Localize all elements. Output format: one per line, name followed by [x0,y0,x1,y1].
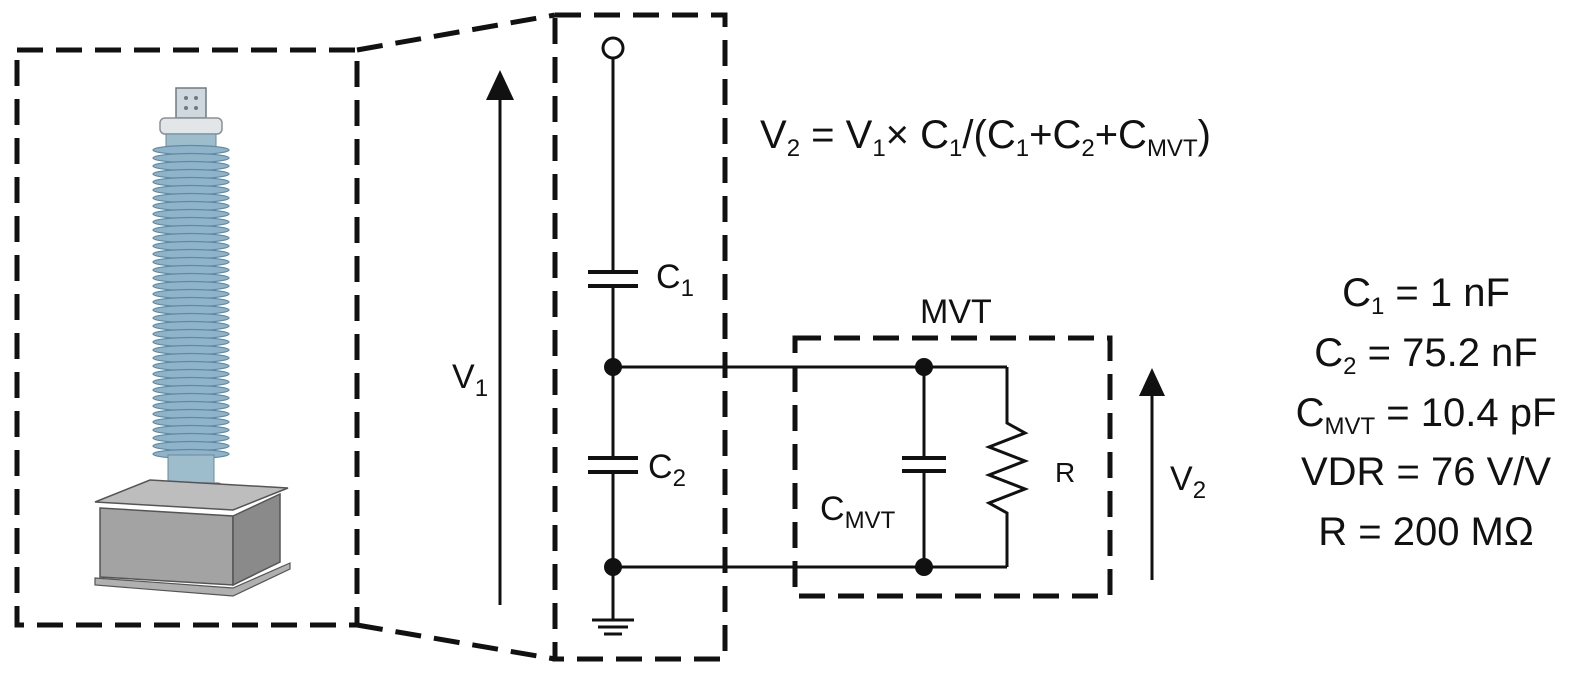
v2-arrowhead-icon [1139,368,1165,396]
c1-label: C1 [656,258,694,302]
v2-label: V2 [1170,460,1206,504]
top-cap [159,117,223,135]
param-c1: C1 = 1 nF [1342,271,1510,320]
insulator-illustration [94,87,291,597]
resistor-icon [984,367,1030,567]
insulator-sheds [152,144,230,460]
mvt-frame [792,335,1113,599]
base-side [232,492,281,587]
param-c2: C2 = 75.2 nF [1314,331,1537,380]
hv-terminal-icon [601,36,625,60]
v1-arrowhead-icon [486,70,514,100]
v1-label: V1 [452,358,488,402]
terminal-plate [175,87,207,119]
param-r: R = 200 MΩ [1318,510,1534,554]
insulator-frame [14,47,360,628]
r-label: R [1055,457,1075,488]
divider-frame [552,12,728,662]
ratio-formula: V2 = V1× C1/(C1+C2+CMVT) [760,113,1211,162]
connector-bottom [356,622,556,662]
cmvt-label: CMVT [820,490,896,534]
parameter-list: C1 = 1 nF C2 = 75.2 nF CMVT = 10.4 pF VD… [1296,271,1557,554]
mvt-title: MVT [920,293,992,331]
base-front [99,507,234,586]
param-cmvt: CMVT = 10.4 pF [1296,391,1557,440]
c2-label: C2 [648,448,686,492]
connector-top [356,12,556,53]
base-top [94,479,289,511]
param-vdr: VDR = 76 V/V [1301,450,1551,494]
